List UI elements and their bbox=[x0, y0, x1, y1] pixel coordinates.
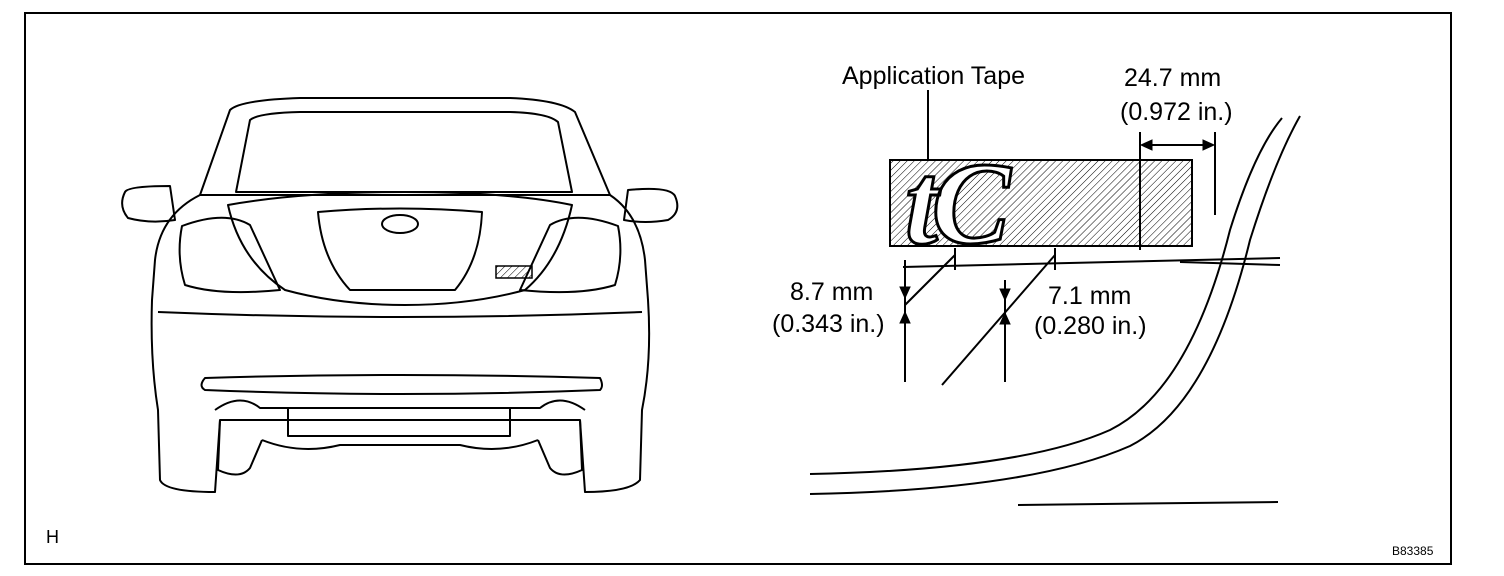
figure-frame bbox=[24, 12, 1452, 565]
underbody bbox=[261, 439, 539, 450]
car-rear-view bbox=[121, 97, 679, 493]
trunk-edge-line bbox=[902, 257, 1281, 268]
left-tail-light bbox=[178, 216, 281, 294]
trunk-edge-line-2 bbox=[1179, 261, 1281, 266]
detail-view bbox=[809, 115, 1301, 506]
bumper-reflector bbox=[200, 374, 603, 395]
right-vertical-dimension bbox=[941, 248, 1056, 386]
left-tire bbox=[217, 419, 263, 476]
license-plate-recess bbox=[317, 207, 483, 291]
right-tail-light bbox=[519, 216, 622, 294]
exhaust-plate bbox=[287, 407, 511, 437]
body-contour-outer bbox=[809, 117, 1283, 475]
body-contour-inner bbox=[809, 115, 1301, 495]
tc-emblem: tC bbox=[905, 138, 1012, 269]
body-outline bbox=[150, 194, 651, 493]
dimension-24-7-mm: 24.7 mm bbox=[1124, 64, 1222, 92]
application-tape bbox=[889, 159, 1193, 247]
dimension-7-1-mm: 7.1 mm bbox=[1048, 282, 1132, 310]
rear-logo bbox=[381, 214, 419, 234]
application-tape-label: Application Tape bbox=[842, 62, 1026, 90]
dimension-8-7-inch: (0.343 in.) bbox=[772, 310, 885, 338]
view-code: H bbox=[46, 527, 59, 547]
bumper-line bbox=[157, 311, 643, 318]
left-vertical-dimension bbox=[899, 248, 956, 382]
dimension-24-7-inch: (0.972 in.) bbox=[1120, 98, 1233, 126]
emblem-location-marker bbox=[495, 265, 533, 279]
roof-outline bbox=[199, 97, 611, 196]
left-mirror bbox=[121, 185, 176, 223]
dimension-8-7-mm: 8.7 mm bbox=[790, 278, 874, 306]
figure-id: B83385 bbox=[1392, 544, 1434, 558]
horizontal-dimension bbox=[1139, 132, 1216, 250]
rear-window bbox=[235, 111, 573, 193]
trunk-lid bbox=[227, 191, 573, 306]
dimension-7-1-inch: (0.280 in.) bbox=[1034, 312, 1147, 340]
right-tire bbox=[537, 419, 583, 476]
lower-baseline bbox=[1017, 501, 1279, 506]
right-mirror bbox=[623, 187, 679, 223]
